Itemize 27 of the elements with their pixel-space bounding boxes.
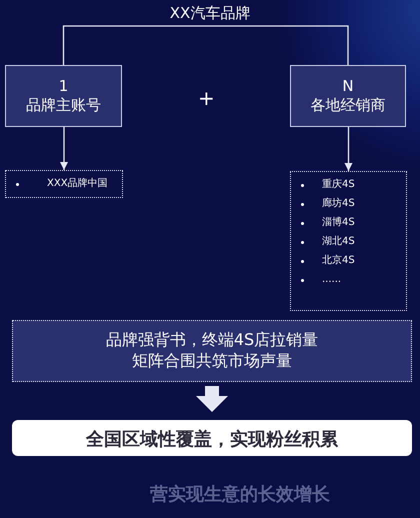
note-text: 营实现生意的长效增长 bbox=[150, 483, 330, 506]
list-item: ...... bbox=[301, 273, 396, 287]
connector-line bbox=[62, 25, 210, 65]
bullet-list-box bbox=[5, 170, 123, 198]
summary-band bbox=[12, 320, 412, 382]
connector-line bbox=[210, 25, 349, 65]
list-item: XXX品牌中国 bbox=[16, 177, 112, 191]
arrow bbox=[60, 127, 68, 170]
node-text: 各地经销商 bbox=[310, 96, 386, 116]
node-box bbox=[5, 65, 122, 127]
list-item: 淄博4S bbox=[301, 216, 396, 230]
arrow bbox=[196, 386, 228, 412]
node-text: 全国区域性覆盖，实现粉丝积累 bbox=[86, 428, 338, 452]
list-item: 重庆4S bbox=[301, 178, 396, 192]
node-text: 1 bbox=[58, 76, 68, 96]
arrow bbox=[344, 127, 352, 171]
bullet-list-box bbox=[290, 171, 407, 311]
title-text: XX汽车品牌 bbox=[170, 4, 250, 24]
result-box bbox=[12, 420, 412, 456]
node-text: N bbox=[342, 76, 354, 96]
node-box bbox=[290, 65, 406, 127]
list-item: 湖北4S bbox=[301, 235, 396, 249]
list-item: 北京4S bbox=[301, 254, 396, 268]
list-item: 廊坊4S bbox=[301, 197, 396, 211]
node-text: 品牌主账号 bbox=[26, 96, 101, 116]
node-text: 品牌强背书，终端4S店拉销量矩阵合围共筑市场声量 bbox=[104, 330, 320, 372]
plus-sign: + bbox=[198, 86, 215, 110]
